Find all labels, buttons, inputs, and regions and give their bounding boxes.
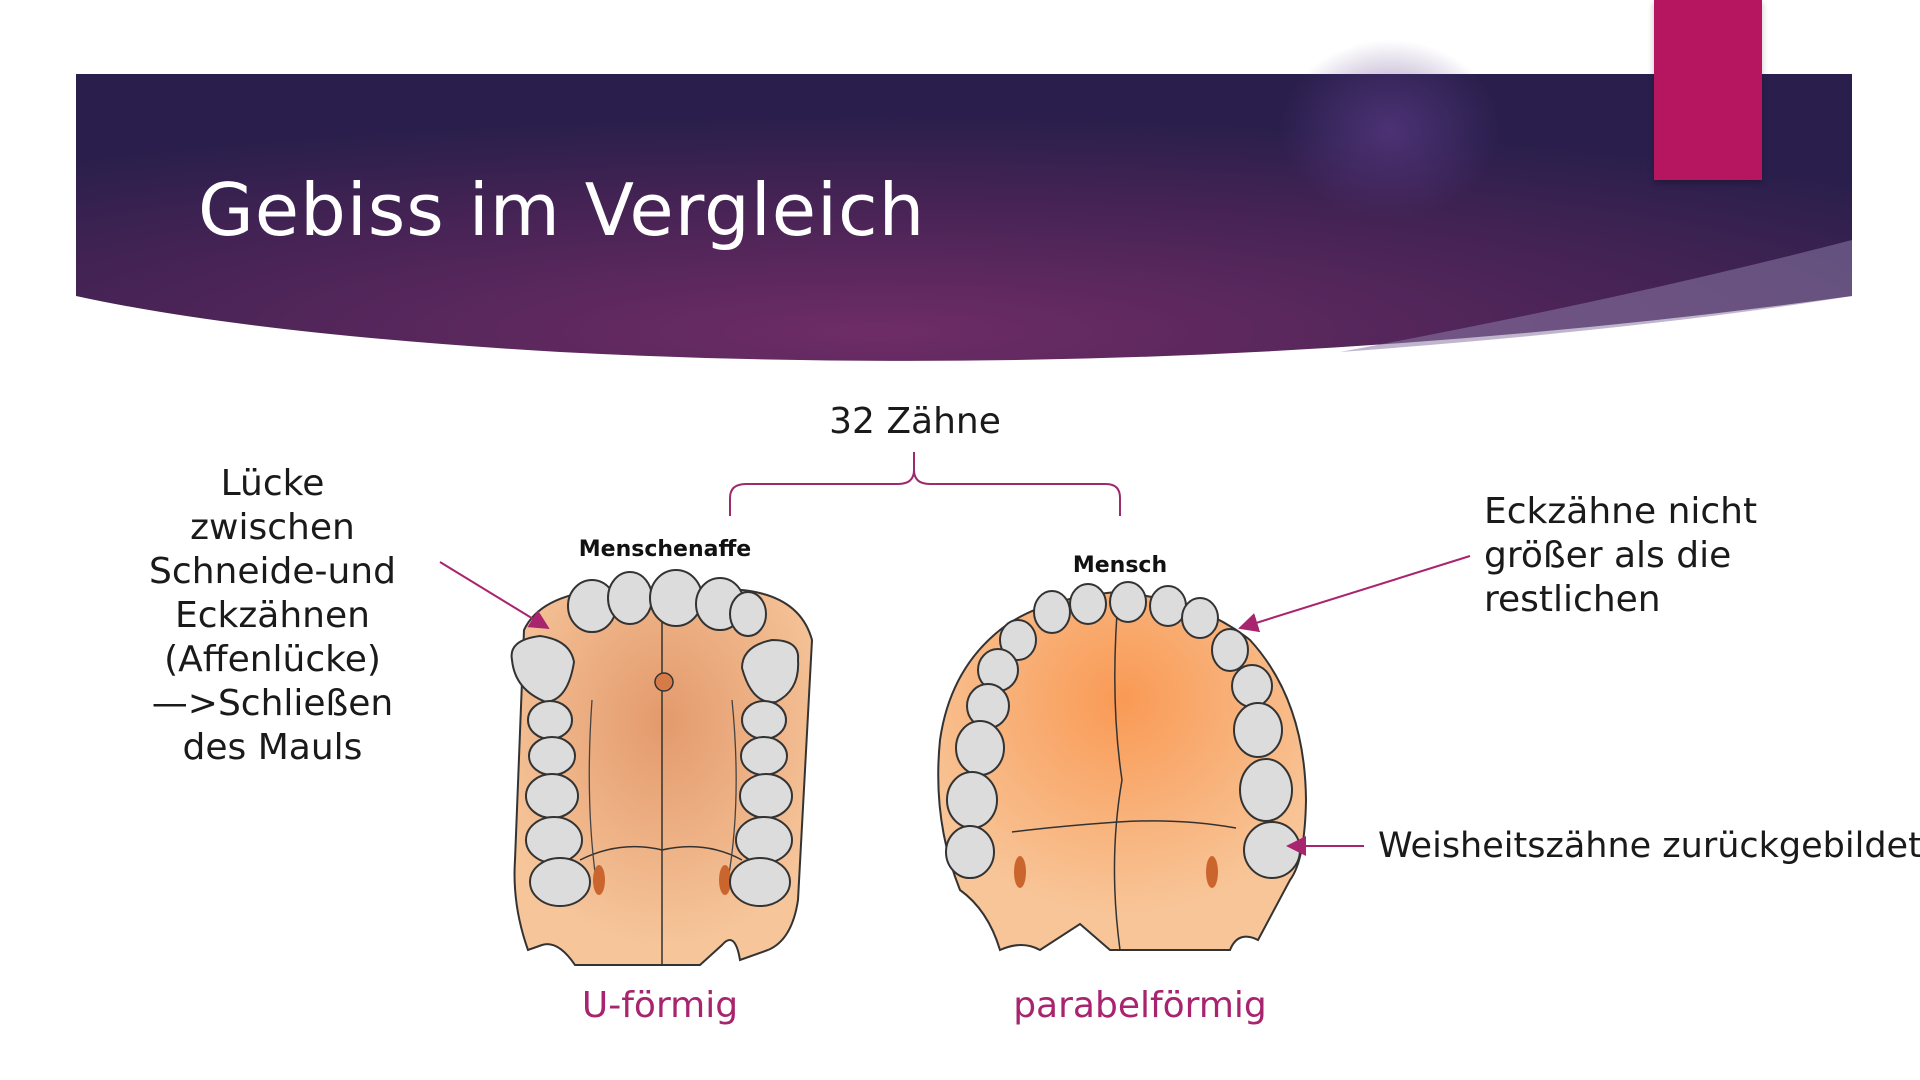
brace [729,452,1121,516]
annotation-line: Lücke [220,463,325,504]
ape-label: Menschenaffe [578,537,752,562]
page-title: Gebiss im Vergleich [198,168,926,252]
annotation-line: größer als die [1484,535,1732,576]
annotation-line: Schneide-und [149,551,396,592]
annotation-line: Eckzähne nicht [1484,491,1758,532]
annotation-line: zwischen [190,507,355,548]
ape-shape-label: U-förmig [581,985,739,1026]
human-shape-label: parabelförmig [1013,985,1267,1026]
annotation-line: restlichen [1484,579,1661,620]
annotation-line: (Affenlücke) [164,639,381,680]
annotation-line: Eckzähnen [175,595,370,636]
annotation-canines: Eckzähne nicht größer als die restlichen [1484,490,1804,622]
human-jaw [937,581,1308,952]
arrow-gap [439,561,550,630]
annotation-line: des Mauls [182,727,363,768]
human-label: Mensch [1072,553,1168,578]
brace-label: 32 Zähne [829,401,1001,442]
annotation-line: —>Schließen [151,683,394,724]
arrow-canines [1238,555,1471,633]
header-banner [76,40,1852,361]
accent-tab [1654,0,1762,180]
annotation-ape-gap: Lücke zwischen Schneide-und Eckzähnen (A… [120,462,425,770]
annotation-wisdom-teeth: Weisheitszähne zurückgebildet [1378,826,1920,866]
ape-jaw [510,569,814,966]
